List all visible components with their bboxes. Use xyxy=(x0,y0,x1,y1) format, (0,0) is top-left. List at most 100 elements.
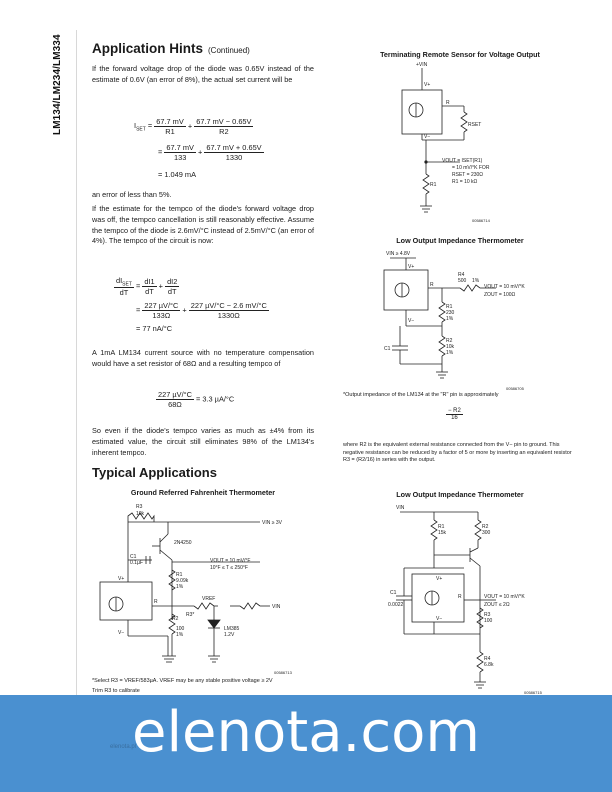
fig3-vin-label: VIN ≥ 4.8V xyxy=(386,251,411,257)
fig1-r1-label: R1 xyxy=(176,572,183,578)
fig4-r4-label: R4 xyxy=(484,656,491,662)
fig1-vminus-label: V− xyxy=(118,630,124,636)
fig1-vin-label: VIN ≥ 3V xyxy=(262,520,283,526)
fig3-schematic: VIN ≥ 4.8V V+ R R4 500 1% VOUT = 10 mV/°… xyxy=(383,251,525,391)
fig4-r1-value: 15k xyxy=(438,530,447,536)
fig4-vin-label: VIN xyxy=(396,505,405,511)
paragraph-error: an error of less than 5%. xyxy=(92,190,172,199)
fig1-r2-tol: 1% xyxy=(176,632,184,638)
fig4-vminus-label: V− xyxy=(436,616,442,622)
fig3-r1-value: 230 xyxy=(446,310,455,316)
fig4-code: 00586715 xyxy=(524,690,543,695)
fig2-schematic: +VIN V+ R RSET V− VOUT = ISET(R1) = 10 m… xyxy=(401,62,491,223)
fig2-vout-line3: RSET = 230Ω xyxy=(452,172,483,178)
fig4-r3-value: 100 xyxy=(484,618,493,624)
fig1-r1-value: 9.09k xyxy=(176,578,189,584)
fig1-r1-tol: 1% xyxy=(176,584,184,590)
fig3-r2-value: 10k xyxy=(446,344,455,350)
fig3-note-num: − R2 xyxy=(446,408,463,415)
fig1-r2-label: R2 xyxy=(172,616,179,622)
fig2-vout-line4: R1 = 10 kΩ xyxy=(452,179,478,185)
fig3-r2-tol: 1% xyxy=(446,350,454,356)
fig3-vplus-label: V+ xyxy=(408,264,414,270)
fig2-vplus-label: V+ xyxy=(424,82,430,88)
fig1-r3star-label: R3* xyxy=(186,612,194,618)
fig4-vout-label: VOUT = 10 mV/°K xyxy=(484,594,525,600)
eq2-result: = 77 nA/°C xyxy=(136,324,173,333)
fig3-r4-value: 500 xyxy=(458,278,467,284)
fig4-schematic: VIN R1 15k R2 300 C1 0.0022 V+ R VOUT = … xyxy=(388,505,543,695)
fig3-r1-label: R1 xyxy=(446,304,453,310)
fig1-vref-label: VREF xyxy=(202,596,215,602)
fig3-r2-label: R2 xyxy=(446,338,453,344)
fig3-r-pin: R xyxy=(430,282,434,288)
fig3-code: 00586705 xyxy=(506,386,525,391)
watermark-banner xyxy=(0,695,612,792)
fig3-zout-label: ZOUT = 100Ω xyxy=(484,292,516,298)
heading-text: Application Hints xyxy=(92,41,203,56)
paragraph-diode-drop: If the forward voltage drop of the diode… xyxy=(92,64,314,84)
fig2-code: 00586714 xyxy=(472,218,491,223)
footer-site: elenota.pl xyxy=(110,744,137,750)
fig4-r4-value: 6.8k xyxy=(484,662,494,668)
fig3-note2: where R2 is the equivalent external resi… xyxy=(343,442,572,463)
fig1-schematic: R3 10k VIN ≥ 3V 2N4250 C1 0.1µF V+ VOUT … xyxy=(99,504,293,675)
eq3-result: = 3.3 µA/°C xyxy=(195,394,235,404)
fig1-r2-value: 100 xyxy=(176,626,185,632)
fig3-r4-tol: 1% xyxy=(472,278,480,284)
fig4-r2-label: R2 xyxy=(482,524,489,530)
side-title: LM134/LM234/LM334 xyxy=(52,34,63,135)
fig1-note1: *Select R3 = VREF/583µA. VREF may be any… xyxy=(92,678,273,684)
fig2-vout-line2: = 10 mV/°K FOR xyxy=(452,165,490,171)
section-heading-typical-applications: Typical Applications xyxy=(92,465,217,480)
eq1-lhs: ISET = xyxy=(134,121,153,133)
fig3-r1-tol: 1% xyxy=(446,316,454,322)
fig2-vminus-label: V− xyxy=(424,134,430,140)
fig1-note2: Trim R3 to calibrate xyxy=(92,688,140,694)
fig1-vout-range: 10°F ≤ T ≤ 250°F xyxy=(210,565,248,571)
fig3-title: Low Output Impedance Thermometer xyxy=(396,236,524,245)
fig4-zout-label: ZOUT ≤ 2Ω xyxy=(484,602,510,608)
fig4-r1-label: R1 xyxy=(438,524,445,530)
fig2-title: Terminating Remote Sensor for Voltage Ou… xyxy=(380,50,540,59)
paragraph-tempco: If the estimate for the tempco of the di… xyxy=(92,204,315,246)
fig1-lm385-value: 1.2V xyxy=(224,632,235,638)
continued-label: (Continued) xyxy=(208,46,250,55)
fig1-vin-right: VIN xyxy=(272,604,281,610)
fig3-note1: *Output impedance of the LM134 at the "R… xyxy=(343,392,499,398)
fig1-title: Ground Referred Fahrenheit Thermometer xyxy=(130,488,276,497)
fig1-c1-value: 0.1µF xyxy=(130,560,143,566)
fig3-vout-label: VOUT = 10 mV/°K xyxy=(484,284,525,290)
fig1-vout-label: VOUT = 10 mV/°F xyxy=(210,558,250,564)
fig2-vout-label: VOUT = ISET(R1) xyxy=(442,158,483,164)
fig3-vminus-label: V− xyxy=(408,318,414,324)
fig1-r3-value: 10k xyxy=(136,511,145,517)
fig4-title: Low Output Impedance Thermometer xyxy=(396,490,524,499)
fig1-r3-label: R3 xyxy=(136,504,143,510)
fig3-r4-label: R4 xyxy=(458,272,465,278)
page-frame xyxy=(76,30,612,730)
fig1-lm385-label: LM385 xyxy=(224,626,240,632)
watermark-text[interactable]: elenota.com xyxy=(132,700,480,765)
fig2-vin-label: +VIN xyxy=(416,62,428,68)
section-heading-application-hints: Application Hints (Continued) xyxy=(92,41,250,56)
fig1-c1-label: C1 xyxy=(130,554,137,560)
fig4-vplus-label: V+ xyxy=(436,576,442,582)
fig2-rset-label: RSET xyxy=(468,122,481,128)
fig2-r-pin: R xyxy=(446,100,450,106)
fig4-c1-value: 0.0022 xyxy=(388,602,404,608)
fig4-r2-value: 300 xyxy=(482,530,491,536)
